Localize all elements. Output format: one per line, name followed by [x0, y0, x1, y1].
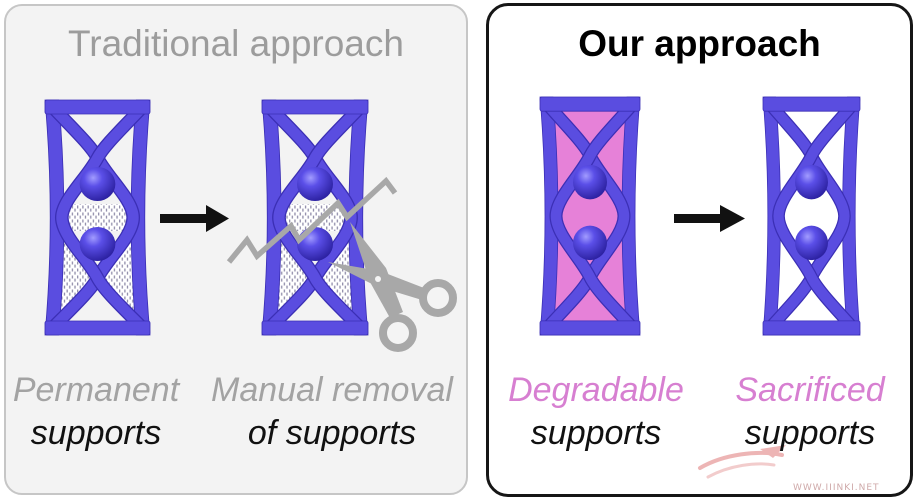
step-label: of supports: [247, 414, 417, 452]
lattice-top-bar: [762, 96, 861, 112]
support-material: [320, 226, 355, 316]
lattice-top-bar: [261, 99, 369, 115]
scissors-icon: [328, 222, 457, 352]
lattice-strut: [773, 101, 857, 331]
step-label: Permanent: [12, 371, 180, 409]
sphere-icon: [296, 167, 334, 201]
lattice-figure-manual-removal: [261, 99, 369, 336]
lattice-bottom-bar: [44, 320, 151, 336]
support-material: [275, 226, 310, 316]
sphere-icon: [79, 227, 116, 261]
lattice-top-bar: [44, 99, 151, 115]
panel-title: Traditional approach: [68, 23, 404, 64]
lattice-void: [540, 97, 640, 336]
lattice-bottom-bar: [261, 320, 369, 336]
sphere-icon: [573, 225, 607, 261]
support-material: [58, 226, 93, 316]
arrow-right-icon: [160, 205, 229, 232]
lattice-strut: [544, 101, 630, 331]
step-label: supports: [744, 414, 876, 452]
lattice-strut: [49, 104, 139, 331]
lattice-bottom-bar: [539, 320, 641, 336]
scissors-handle-ring: [419, 279, 457, 317]
sphere-icon: [795, 164, 828, 200]
arrow-shaft: [674, 214, 724, 223]
support-material: [61, 204, 134, 231]
zigzag-cut-line: [226, 176, 398, 264]
step-label: Sacrificed: [735, 371, 885, 409]
sphere-icon: [795, 225, 828, 261]
lattice-strut: [266, 104, 357, 331]
lattice-strut: [56, 104, 146, 331]
support-material: [102, 226, 137, 316]
sphere-icon: [573, 164, 607, 200]
lattice-top-bar: [539, 96, 641, 112]
step-label: Manual removal: [211, 371, 453, 409]
lattice-figure-degradable-supports: [539, 96, 641, 336]
scissors-blade: [350, 222, 403, 318]
lattice-bottom-bar: [762, 320, 861, 336]
arrow-head: [720, 205, 745, 232]
arrow-head: [206, 205, 229, 232]
sphere-icon: [79, 167, 116, 201]
sphere-icon: [296, 227, 334, 261]
scissors-handle-ring: [379, 314, 417, 352]
panel-title: Our approach: [578, 23, 821, 64]
lattice-strut: [766, 101, 850, 331]
step-label: Degradable: [508, 371, 684, 409]
watermark-url: WWW.IIINKI.NET: [793, 483, 880, 493]
lattice-figure-sacrificed-supports: [762, 96, 861, 336]
lattice-strut: [273, 104, 364, 331]
step-label: supports: [30, 414, 162, 452]
arrow-shaft: [160, 214, 210, 223]
lattice-void: [763, 97, 860, 336]
lattice-strut: [550, 101, 636, 331]
lattice-figure-permanent-supports: [44, 99, 151, 336]
watermark-logo: [698, 445, 786, 479]
scissors-pivot: [375, 276, 381, 282]
arrow-right-icon: [674, 205, 745, 232]
step-label: supports: [530, 414, 662, 452]
